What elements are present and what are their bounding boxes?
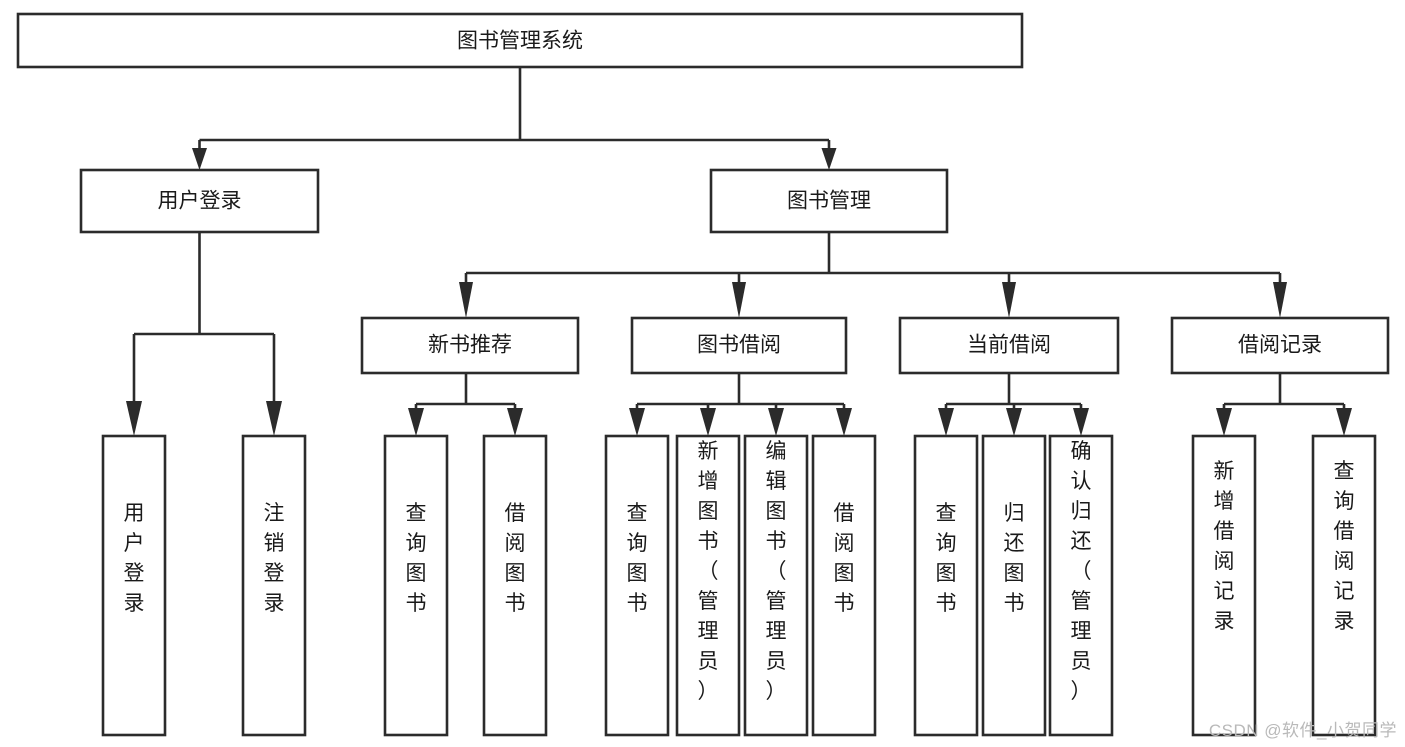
csdn-watermark: CSDN @软件_小贺同学 [1208, 721, 1397, 740]
node-leaf-query-book-2-box[interactable] [604, 434, 670, 737]
node-leaf-borrow-book-2-box[interactable] [811, 434, 877, 737]
node-root-label: 图书管理系统 [457, 30, 583, 53]
arrowhead-book-manage [821, 148, 837, 170]
node-leaf-add-record[interactable]: 新增借阅记录 [1191, 434, 1257, 737]
node-leaf-edit-book-label: 编辑图书（管理员） [766, 440, 787, 703]
arrowhead-borrow-record [1273, 282, 1287, 318]
node-leaf-user-login-box[interactable] [101, 434, 167, 737]
node-leaf-return-book[interactable]: 归还图书 [981, 434, 1047, 737]
node-leaf-confirm-return-label: 确认归还（管理员） [1071, 440, 1092, 703]
node-leaf-borrow-book-1[interactable]: 借阅图书 [482, 434, 548, 737]
arrowhead-user-login [192, 148, 207, 170]
node-leaf-borrow-book-2[interactable]: 借阅图书 [811, 434, 877, 737]
node-leaf-return-book-box[interactable] [981, 434, 1047, 737]
node-book-borrow-label: 图书借阅 [697, 334, 781, 357]
node-current-borrow[interactable]: 当前借阅 [898, 316, 1120, 375]
node-leaf-logout-label: 注销登录 [264, 502, 285, 615]
node-book-manage-label: 图书管理 [787, 190, 871, 213]
node-root[interactable]: 图书管理系统 [16, 12, 1024, 69]
node-leaf-edit-book-box[interactable] [743, 434, 809, 737]
node-borrow-record-box[interactable] [1170, 316, 1390, 375]
node-leaf-user-login-label: 用户登录 [124, 502, 145, 615]
node-leaf-add-record-label: 新增借阅记录 [1214, 460, 1235, 633]
node-current-borrow-box[interactable] [898, 316, 1120, 375]
node-leaf-borrow-book-2-label: 借阅图书 [834, 502, 855, 615]
arrowhead-leaf-borrow-book-1 [507, 408, 523, 436]
node-leaf-query-book-3[interactable]: 查询图书 [913, 434, 979, 737]
connectors-layer [126, 67, 1352, 436]
node-leaf-borrow-book-1-box[interactable] [482, 434, 548, 737]
node-leaf-query-record-label: 查询借阅记录 [1334, 460, 1355, 633]
node-user-login-label: 用户登录 [158, 190, 242, 213]
node-user-login-box[interactable] [79, 168, 320, 234]
node-current-borrow-label: 当前借阅 [967, 334, 1051, 357]
node-root-box[interactable] [16, 12, 1024, 69]
node-leaf-edit-book[interactable]: 编辑图书（管理员） [743, 434, 809, 737]
node-leaf-query-book-1-label: 查询图书 [406, 502, 427, 615]
node-book-borrow-box[interactable] [630, 316, 848, 375]
arrowhead-new-book-rec [459, 282, 473, 318]
arrowhead-book-borrow [732, 282, 746, 318]
arrowhead-leaf-query-record [1336, 408, 1352, 436]
node-borrow-record[interactable]: 借阅记录 [1170, 316, 1390, 375]
node-leaf-add-record-box[interactable] [1191, 434, 1257, 737]
node-leaf-user-login[interactable]: 用户登录 [101, 434, 167, 737]
node-leaf-query-book-3-label: 查询图书 [936, 502, 957, 615]
arrowhead-leaf-add-book [700, 408, 716, 436]
node-new-book-rec[interactable]: 新书推荐 [360, 316, 580, 375]
node-leaf-confirm-return[interactable]: 确认归还（管理员） [1048, 434, 1114, 737]
node-new-book-rec-label: 新书推荐 [428, 334, 512, 357]
arrowhead-leaf-query-book-2 [629, 408, 645, 436]
node-leaf-query-record-box[interactable] [1311, 434, 1377, 737]
arrowhead-leaf-user-login [126, 401, 142, 436]
arrowhead-leaf-borrow-book-2 [836, 408, 852, 436]
node-leaf-add-book[interactable]: 新增图书（管理员） [675, 434, 741, 737]
arrowhead-leaf-add-record [1216, 408, 1232, 436]
arrowhead-current-borrow [1002, 282, 1016, 318]
arrowhead-leaf-query-book-3 [938, 408, 954, 436]
node-borrow-record-label: 借阅记录 [1238, 334, 1322, 357]
node-leaf-add-book-label: 新增图书（管理员） [698, 440, 719, 703]
node-user-login[interactable]: 用户登录 [79, 168, 320, 234]
node-book-borrow[interactable]: 图书借阅 [630, 316, 848, 375]
arrowhead-leaf-edit-book [768, 408, 784, 436]
node-book-manage-box[interactable] [709, 168, 949, 234]
node-leaf-logout-box[interactable] [241, 434, 307, 737]
node-leaf-query-record[interactable]: 查询借阅记录 [1311, 434, 1377, 737]
arrowhead-leaf-query-book-1 [408, 408, 424, 436]
arrowhead-leaf-confirm-return [1073, 408, 1089, 436]
arrowhead-leaf-return-book [1006, 408, 1022, 436]
node-leaf-confirm-return-box[interactable] [1048, 434, 1114, 737]
node-leaf-query-book-2-label: 查询图书 [627, 502, 648, 615]
node-book-manage[interactable]: 图书管理 [709, 168, 949, 234]
node-leaf-query-book-1[interactable]: 查询图书 [383, 434, 449, 737]
node-leaf-return-book-label: 归还图书 [1004, 502, 1025, 615]
node-leaf-query-book-3-box[interactable] [913, 434, 979, 737]
node-leaf-add-book-box[interactable] [675, 434, 741, 737]
node-new-book-rec-box[interactable] [360, 316, 580, 375]
arrowhead-leaf-logout [266, 401, 282, 436]
node-leaf-logout[interactable]: 注销登录 [241, 434, 307, 737]
node-leaf-borrow-book-1-label: 借阅图书 [505, 502, 526, 615]
node-leaf-query-book-2[interactable]: 查询图书 [604, 434, 670, 737]
node-leaf-query-book-1-box[interactable] [383, 434, 449, 737]
